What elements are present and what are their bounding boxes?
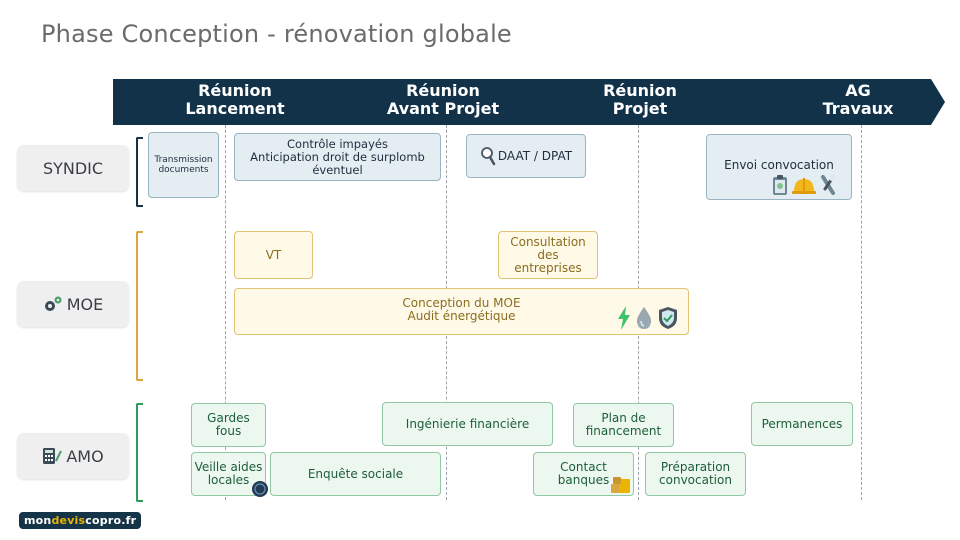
task-enquete-sociale: Enquête sociale: [270, 452, 441, 496]
task-line: des: [537, 247, 559, 262]
task-plan-financement: Plan de financement: [573, 403, 674, 447]
task-permanences: Permanences: [751, 402, 853, 446]
task-label: Envoi convocation: [724, 158, 834, 172]
task-line: Audit énergétique: [407, 309, 516, 323]
task-line: Contact: [560, 460, 607, 474]
task-line: Anticipation droit de surplomb: [250, 149, 425, 164]
coin-icon: [251, 480, 269, 502]
task-conception-moe: Conception du MOE Audit énergétique: [234, 288, 689, 335]
page-title: Phase Conception - rénovation globale: [41, 20, 512, 48]
task-label: Enquête sociale: [307, 466, 404, 481]
envoi-icons: [771, 174, 837, 200]
task-daat-dpat: DAAT / DPAT: [466, 134, 586, 178]
milestone-line2: Lancement: [185, 99, 285, 118]
task-label: VT: [265, 247, 282, 262]
lightning-icon: [617, 306, 631, 334]
row-label-syndic: SYNDIC: [17, 145, 129, 191]
clipboard-icon: [771, 174, 789, 200]
milestone-lancement: Réunion Lancement: [180, 82, 290, 118]
water-drop-icon: [635, 306, 653, 334]
task-ingenierie-financiere: Ingénierie financière: [382, 402, 553, 446]
milestone-line1: Réunion: [406, 81, 480, 100]
task-line: Consultation: [510, 234, 586, 249]
task-line: convocation: [659, 473, 732, 487]
coins-stack-icon: [610, 474, 632, 498]
task-preparation-convocation: Préparation convocation: [645, 452, 746, 496]
row-label-moe: MOE: [17, 281, 129, 327]
task-line: Veille aides: [194, 460, 263, 474]
task-line: fous: [215, 424, 242, 438]
milestone-avant-projet: Réunion Avant Projet: [383, 82, 503, 118]
milestone-line2: Avant Projet: [386, 99, 500, 118]
task-line: Conception du MOE: [402, 296, 521, 310]
task-label: DAAT / DPAT: [497, 148, 573, 163]
bracket-moe: [136, 231, 143, 381]
task-gardes-fous: Gardes fous: [191, 403, 266, 447]
logo-part: mon: [24, 514, 52, 527]
milestone-projet: Réunion Projet: [590, 82, 690, 118]
hardhat-icon: [791, 174, 817, 200]
milestone-line2: Projet: [612, 99, 668, 118]
timeline-band: [113, 79, 945, 125]
task-line: locales: [207, 473, 250, 487]
task-line: éventuel: [312, 162, 363, 177]
tools-icon: [819, 174, 837, 200]
conception-icons: [617, 306, 679, 334]
row-label-text: SYNDIC: [42, 158, 104, 178]
row-label-text: MOE: [66, 294, 104, 314]
bracket-syndic: [136, 137, 143, 207]
milestone-ag-travaux: AG Travaux: [812, 82, 904, 118]
task-label: Permanences: [761, 416, 843, 431]
task-line: entreprises: [514, 260, 582, 275]
magnifier-icon: [480, 146, 496, 166]
shield-check-icon: [657, 306, 679, 334]
task-line: banques: [557, 473, 610, 487]
task-line: financement: [585, 424, 662, 438]
task-line: Transmission: [154, 155, 213, 165]
task-line: documents: [158, 165, 209, 175]
task-label: Ingénierie financière: [405, 416, 530, 431]
brand-logo: mondeviscopro.fr: [19, 512, 142, 529]
task-line: Plan de: [601, 411, 646, 425]
task-vt: VT: [234, 231, 313, 279]
task-line: Préparation: [660, 460, 731, 474]
row-label-amo: AMO: [17, 433, 129, 479]
logo-part: copro.fr: [85, 514, 137, 527]
task-transmission-documents: Transmission documents: [148, 132, 219, 198]
task-line: Gardes: [207, 411, 250, 425]
task-consultation-entreprises: Consultation des entreprises: [498, 231, 598, 279]
milestone-line2: Travaux: [822, 99, 894, 118]
milestone-line-lancement: [225, 125, 226, 500]
row-label-text: AMO: [66, 446, 104, 466]
calculator-icon: [42, 447, 63, 465]
gears-icon: [43, 295, 63, 313]
milestone-line-ag: [861, 125, 862, 500]
milestone-line1: Réunion: [603, 81, 677, 100]
task-line: Contrôle impayés: [287, 136, 388, 151]
bracket-amo: [136, 403, 143, 502]
milestone-line1: AG: [845, 81, 871, 100]
logo-part-highlight: devis: [51, 514, 86, 527]
milestone-line1: Réunion: [198, 81, 272, 100]
task-controle-impayes: Contrôle impayés Anticipation droit de s…: [234, 133, 441, 181]
